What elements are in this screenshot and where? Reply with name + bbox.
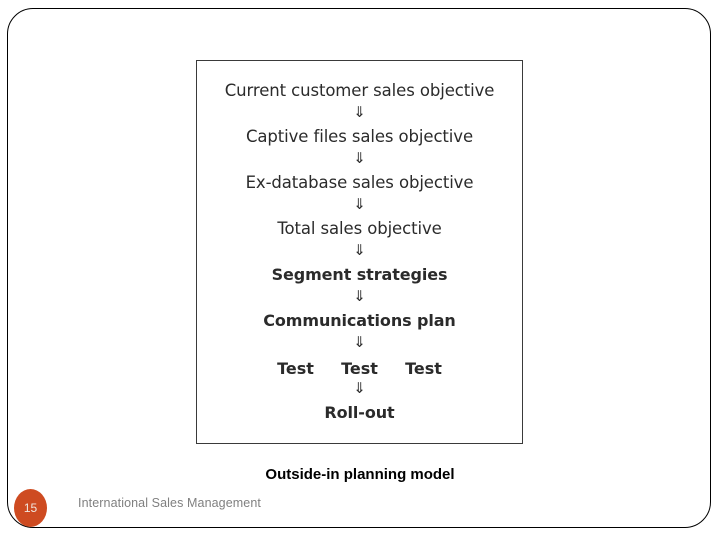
flow-step-current-customer-sales-objective: Current customer sales objective bbox=[224, 81, 495, 100]
diagram-box: Current customer sales objective ⇓ Capti… bbox=[196, 60, 523, 444]
flow-step-segment-strategies: Segment strategies bbox=[271, 265, 448, 284]
double-down-arrow-icon: ⇓ bbox=[353, 195, 366, 213]
flow-step-test-center: Test bbox=[341, 359, 378, 378]
double-down-arrow-icon: ⇓ bbox=[353, 241, 366, 259]
flow-step-communications-plan: Communications plan bbox=[263, 311, 456, 330]
slide-frame bbox=[7, 8, 711, 528]
flow-step-captive-files-sales-objective: Captive files sales objective bbox=[245, 127, 474, 146]
flow-step-list: Current customer sales objective ⇓ Capti… bbox=[197, 81, 522, 427]
double-down-arrow-icon: ⇓ bbox=[353, 287, 366, 305]
double-down-arrow-icon: ⇓ bbox=[353, 333, 366, 351]
page-number-badge: 15 bbox=[14, 489, 47, 527]
flow-step-ex-database-sales-objective: Ex-database sales objective bbox=[245, 173, 474, 192]
flow-step-roll-out: Roll-out bbox=[324, 403, 395, 422]
double-down-arrow-icon: ⇓ bbox=[353, 103, 366, 121]
flow-step-test-right: Test bbox=[405, 359, 442, 378]
diagram-caption: Outside-in planning model bbox=[265, 466, 455, 483]
flow-step-total-sales-objective: Total sales objective bbox=[277, 219, 442, 238]
double-down-arrow-icon: ⇓ bbox=[353, 149, 366, 167]
double-down-arrow-icon: ⇓ bbox=[353, 379, 366, 397]
footer-title: International Sales Management bbox=[78, 496, 261, 510]
flow-step-test-left: Test bbox=[277, 359, 314, 378]
flow-step-test-row: Test Test Test bbox=[197, 359, 522, 381]
